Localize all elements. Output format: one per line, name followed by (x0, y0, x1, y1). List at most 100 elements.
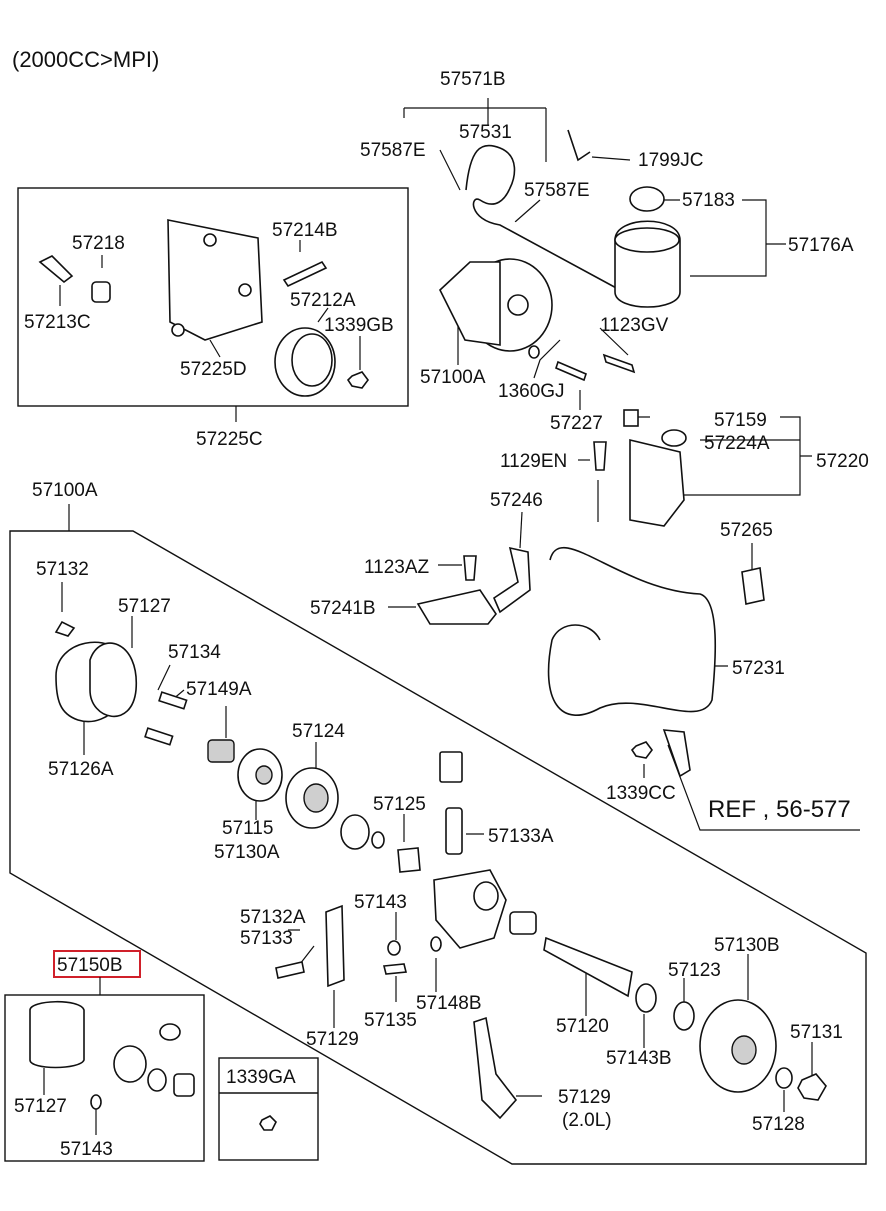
cap-57224A-shape (661, 429, 687, 447)
sleeve-57218-shape (91, 281, 111, 303)
label-1339CC[interactable]: 1339CC (606, 783, 676, 804)
leader-lines (43, 98, 860, 1135)
kit-oring-shape (159, 1023, 181, 1041)
label-57224A[interactable]: 57224A (704, 433, 770, 454)
label-57183[interactable]: 57183 (682, 190, 735, 211)
nut-1339CC-shape (630, 741, 653, 759)
bracket-57129-shape (325, 904, 345, 988)
label-1123AZ[interactable]: 1123AZ (364, 557, 430, 578)
bolt-57213C-shape (38, 255, 74, 284)
kit-oring-57143-shape (90, 1094, 102, 1110)
spring-57125-shape (397, 847, 421, 873)
nut-kit-box (218, 1057, 319, 1161)
oring-shape (340, 814, 370, 850)
pump-internals-group-outline (9, 530, 867, 1165)
clip-57265-shape (741, 567, 765, 605)
label-57214B[interactable]: 57214B (272, 220, 338, 241)
label-57143-kit[interactable]: 57143 (60, 1139, 113, 1160)
bracket-group-box (17, 187, 409, 407)
label-57212A[interactable]: 57212A (290, 290, 356, 311)
label-57129[interactable]: 57129 (306, 1029, 359, 1050)
label-57126A[interactable]: 57126A (48, 759, 114, 780)
belt-57231-shape (547, 546, 717, 716)
label-57143B[interactable]: 57143B (606, 1048, 672, 1069)
bolt-57227-shape (555, 360, 587, 382)
label-57587E-left[interactable]: 57587E (360, 140, 426, 161)
connector-57133A-shape (439, 751, 463, 783)
label-57265[interactable]: 57265 (720, 520, 773, 541)
bracket-57220-shape (629, 438, 685, 527)
label-57220[interactable]: 57220 (816, 451, 869, 472)
label-57159[interactable]: 57159 (714, 410, 767, 431)
label-1360GJ[interactable]: 1360GJ (498, 381, 565, 402)
engine-spec-header: (2000CC>MPI) (12, 47, 159, 72)
label-57133[interactable]: 57133 (240, 928, 293, 949)
label-57120[interactable]: 57120 (556, 1016, 609, 1037)
part-drawings (29, 129, 827, 1131)
label-57128[interactable]: 57128 (752, 1114, 805, 1135)
bolt-57133-shape (275, 961, 305, 979)
label-57134[interactable]: 57134 (168, 642, 221, 663)
label-57571B[interactable]: 57571B (440, 69, 506, 90)
hose-57531-shape (465, 144, 621, 291)
label-57241B[interactable]: 57241B (310, 598, 376, 619)
label-1123GV[interactable]: 1123GV (600, 315, 669, 336)
label-1339GA-kit[interactable]: 1339GA (226, 1067, 296, 1088)
label-57231[interactable]: 57231 (732, 658, 785, 679)
label-57148B[interactable]: 57148B (416, 993, 482, 1014)
clip-1799JC-shape (567, 129, 591, 162)
washer-1360GJ-shape (528, 345, 540, 359)
bolt-57132-shape (54, 620, 76, 637)
label-57225D[interactable]: 57225D (180, 359, 247, 380)
label-57130B[interactable]: 57130B (714, 935, 780, 956)
label-57127-kit[interactable]: 57127 (14, 1096, 67, 1117)
label-57225C[interactable]: 57225C (196, 429, 263, 450)
pump-body-shape (433, 869, 507, 949)
kit-highlight-frame[interactable] (53, 950, 141, 978)
label-57133A[interactable]: 57133A (488, 826, 554, 847)
label-57100A-group[interactable]: 57100A (32, 480, 98, 501)
kit-ring-small-shape (147, 1068, 167, 1092)
label-57129-2L[interactable]: 57129 (558, 1087, 611, 1108)
label-57218[interactable]: 57218 (72, 233, 125, 254)
label-57132A[interactable]: 57132A (240, 907, 306, 928)
label-57150B-kit[interactable]: 57150B (57, 955, 123, 976)
label-57123[interactable]: 57123 (668, 960, 721, 981)
clip-57159-shape (623, 409, 639, 427)
label-57130A[interactable]: 57130A (214, 842, 280, 863)
ring-57123-shape (673, 1001, 695, 1031)
label-57246[interactable]: 57246 (490, 490, 543, 511)
ring-57115-shape (207, 739, 235, 763)
label-1799JC[interactable]: 1799JC (638, 150, 704, 171)
label-57149A[interactable]: 57149A (186, 679, 252, 700)
label-57213C[interactable]: 57213C (24, 312, 91, 333)
label-57125[interactable]: 57125 (373, 794, 426, 815)
reference-link[interactable]: REF , 56-577 (708, 796, 851, 823)
label-57176A[interactable]: 57176A (788, 235, 854, 256)
label-57100A-pump[interactable]: 57100A (420, 367, 486, 388)
label-57227[interactable]: 57227 (550, 413, 603, 434)
label-57135[interactable]: 57135 (364, 1010, 417, 1031)
bracket-57129-2L-shape (473, 1016, 518, 1120)
oring-57148B-shape (430, 936, 442, 952)
label-57132[interactable]: 57132 (36, 559, 89, 580)
label-57587E-right[interactable]: 57587E (524, 180, 590, 201)
label-57143[interactable]: 57143 (354, 892, 407, 913)
label-57124[interactable]: 57124 (292, 721, 345, 742)
label-1129EN[interactable]: 1129EN (500, 451, 567, 472)
bushing-shape (509, 911, 537, 935)
bracket-57241B-shape (416, 589, 497, 625)
label-57127[interactable]: 57127 (118, 596, 171, 617)
oring-57143-shape (387, 940, 401, 956)
valve-57135-shape (382, 963, 408, 975)
part-labels: 57571B 57531 57587E 1799JC 57587E 57183 … (14, 69, 869, 1160)
label-57131[interactable]: 57131 (790, 1022, 843, 1043)
label-1339GB[interactable]: 1339GB (324, 315, 394, 336)
bolt-1123GV-shape (602, 353, 636, 374)
pin-57149A-shape (144, 727, 174, 746)
kit-gasket-57127-shape (29, 1000, 85, 1069)
label-57115[interactable]: 57115 (222, 818, 273, 839)
nut-57131-shape (797, 1073, 827, 1101)
label-57531[interactable]: 57531 (459, 122, 512, 143)
